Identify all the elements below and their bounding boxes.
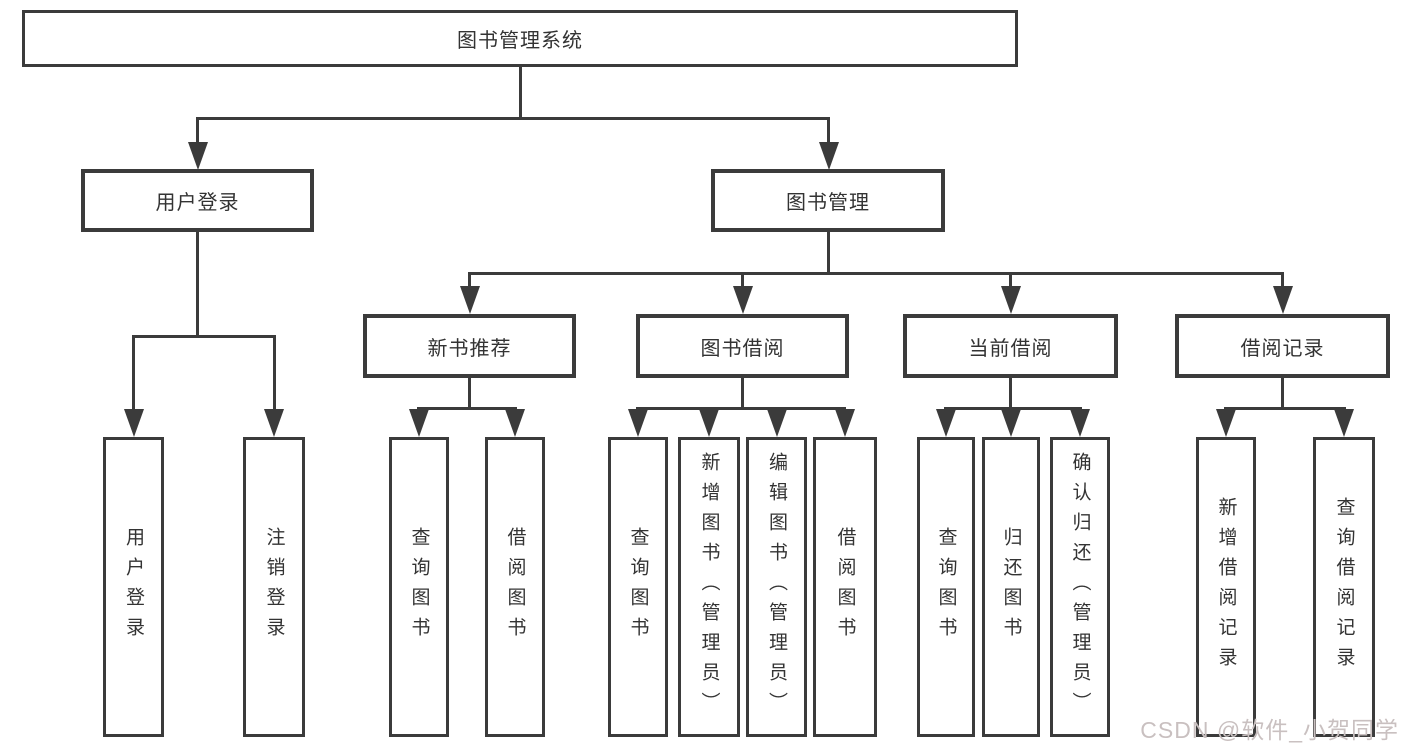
node-label: 借阅图书 [834,527,856,647]
leaf-borrow-edit-books-admin: 编辑图书（管理员） [746,437,807,737]
node-label: 当前借阅 [968,337,1053,360]
connector-drop-line [741,272,744,288]
arrowhead-down-icon [188,142,208,170]
connector-drop-line [1009,272,1012,288]
node-label: 查询借阅记录 [1333,497,1355,677]
arrowhead-down-icon [819,142,839,170]
node-label: 借阅记录 [1240,337,1325,360]
node-borrow-records: 借阅记录 [1175,314,1390,378]
leaf-records-query-record: 查询借阅记录 [1313,437,1375,737]
connector-drop-line [196,117,199,145]
arrowhead-down-icon [699,409,719,437]
node-user-login: 用户登录 [81,169,314,232]
leaf-current-return-books: 归还图书 [982,437,1040,737]
leaf-newbook-query-books: 查询图书 [389,437,449,737]
arrowhead-down-icon [124,409,144,437]
arrowhead-down-icon [409,409,429,437]
node-label: 图书管理系统 [457,30,583,52]
node-label: 借阅图书 [504,527,526,647]
connector-drop-line [827,117,830,145]
arrowhead-down-icon [264,409,284,437]
connector-borrow-records-rail [1224,407,1346,410]
connector-new-book-stem [468,378,471,409]
leaf-records-add-record: 新增借阅记录 [1196,437,1256,737]
connector-book-mgmt-stem [827,232,830,274]
connector-user-login-stem [196,232,199,337]
leaf-borrow-query-books: 查询图书 [608,437,668,737]
connector-root-stem [519,67,522,119]
leaf-newbook-borrow-books: 借阅图书 [485,437,545,737]
node-label: 新增借阅记录 [1215,497,1237,677]
arrowhead-down-icon [1273,286,1293,314]
leaf-current-confirm-return-admin: 确认归还（管理员） [1050,437,1110,737]
node-library-management-system: 图书管理系统 [22,10,1018,67]
node-label: 查询图书 [935,527,957,647]
node-new-book-recommend: 新书推荐 [363,314,576,378]
connector-book-borrow-stem [741,378,744,409]
node-label: 新增图书（管理员） [698,452,720,722]
connector-current-borrow-rail [944,407,1082,410]
node-book-borrow: 图书借阅 [636,314,849,378]
arrowhead-down-icon [936,409,956,437]
node-label: 图书管理 [786,192,870,214]
node-label: 图书借阅 [700,337,785,360]
connector-book-mgmt-rail [468,272,1284,275]
arrowhead-down-icon [835,409,855,437]
leaf-logout: 注销登录 [243,437,305,737]
csdn-watermark: CSDN @软件_小贺同学 [1140,717,1399,743]
arrowhead-down-icon [1001,286,1021,314]
node-label: 编辑图书（管理员） [766,452,787,722]
connector-borrow-records-stem [1281,378,1284,409]
arrowhead-down-icon [1334,409,1354,437]
node-label: 用户登录 [123,527,144,647]
node-label: 注销登录 [263,527,285,647]
connector-drop-line [468,272,471,288]
node-label: 确认归还（管理员） [1069,452,1091,722]
node-label: 查询图书 [408,527,430,647]
node-current-borrow: 当前借阅 [903,314,1118,378]
connector-root-rail [196,117,830,120]
node-label: 归还图书 [1000,527,1022,647]
connector-current-borrow-stem [1009,378,1012,409]
leaf-current-query-books: 查询图书 [917,437,975,737]
arrowhead-down-icon [1001,409,1021,437]
node-label: 查询图书 [627,527,649,647]
arrowhead-down-icon [1216,409,1236,437]
connector-drop-line [132,335,135,411]
arrowhead-down-icon [628,409,648,437]
arrowhead-down-icon [767,409,787,437]
connector-new-book-rail [417,407,517,410]
leaf-borrow-add-books-admin: 新增图书（管理员） [678,437,740,737]
leaf-borrow-borrow-books: 借阅图书 [813,437,877,737]
node-book-management: 图书管理 [711,169,945,232]
node-label: 新书推荐 [427,337,512,360]
arrowhead-down-icon [460,286,480,314]
arrowhead-down-icon [733,286,753,314]
connector-book-borrow-rail [636,407,846,410]
connector-user-login-rail [132,335,276,338]
connector-drop-line [1281,272,1284,288]
node-label: 用户登录 [155,192,240,214]
arrowhead-down-icon [505,409,525,437]
leaf-user-login: 用户登录 [103,437,164,737]
arrowhead-down-icon [1070,409,1090,437]
connector-drop-line [273,335,276,411]
